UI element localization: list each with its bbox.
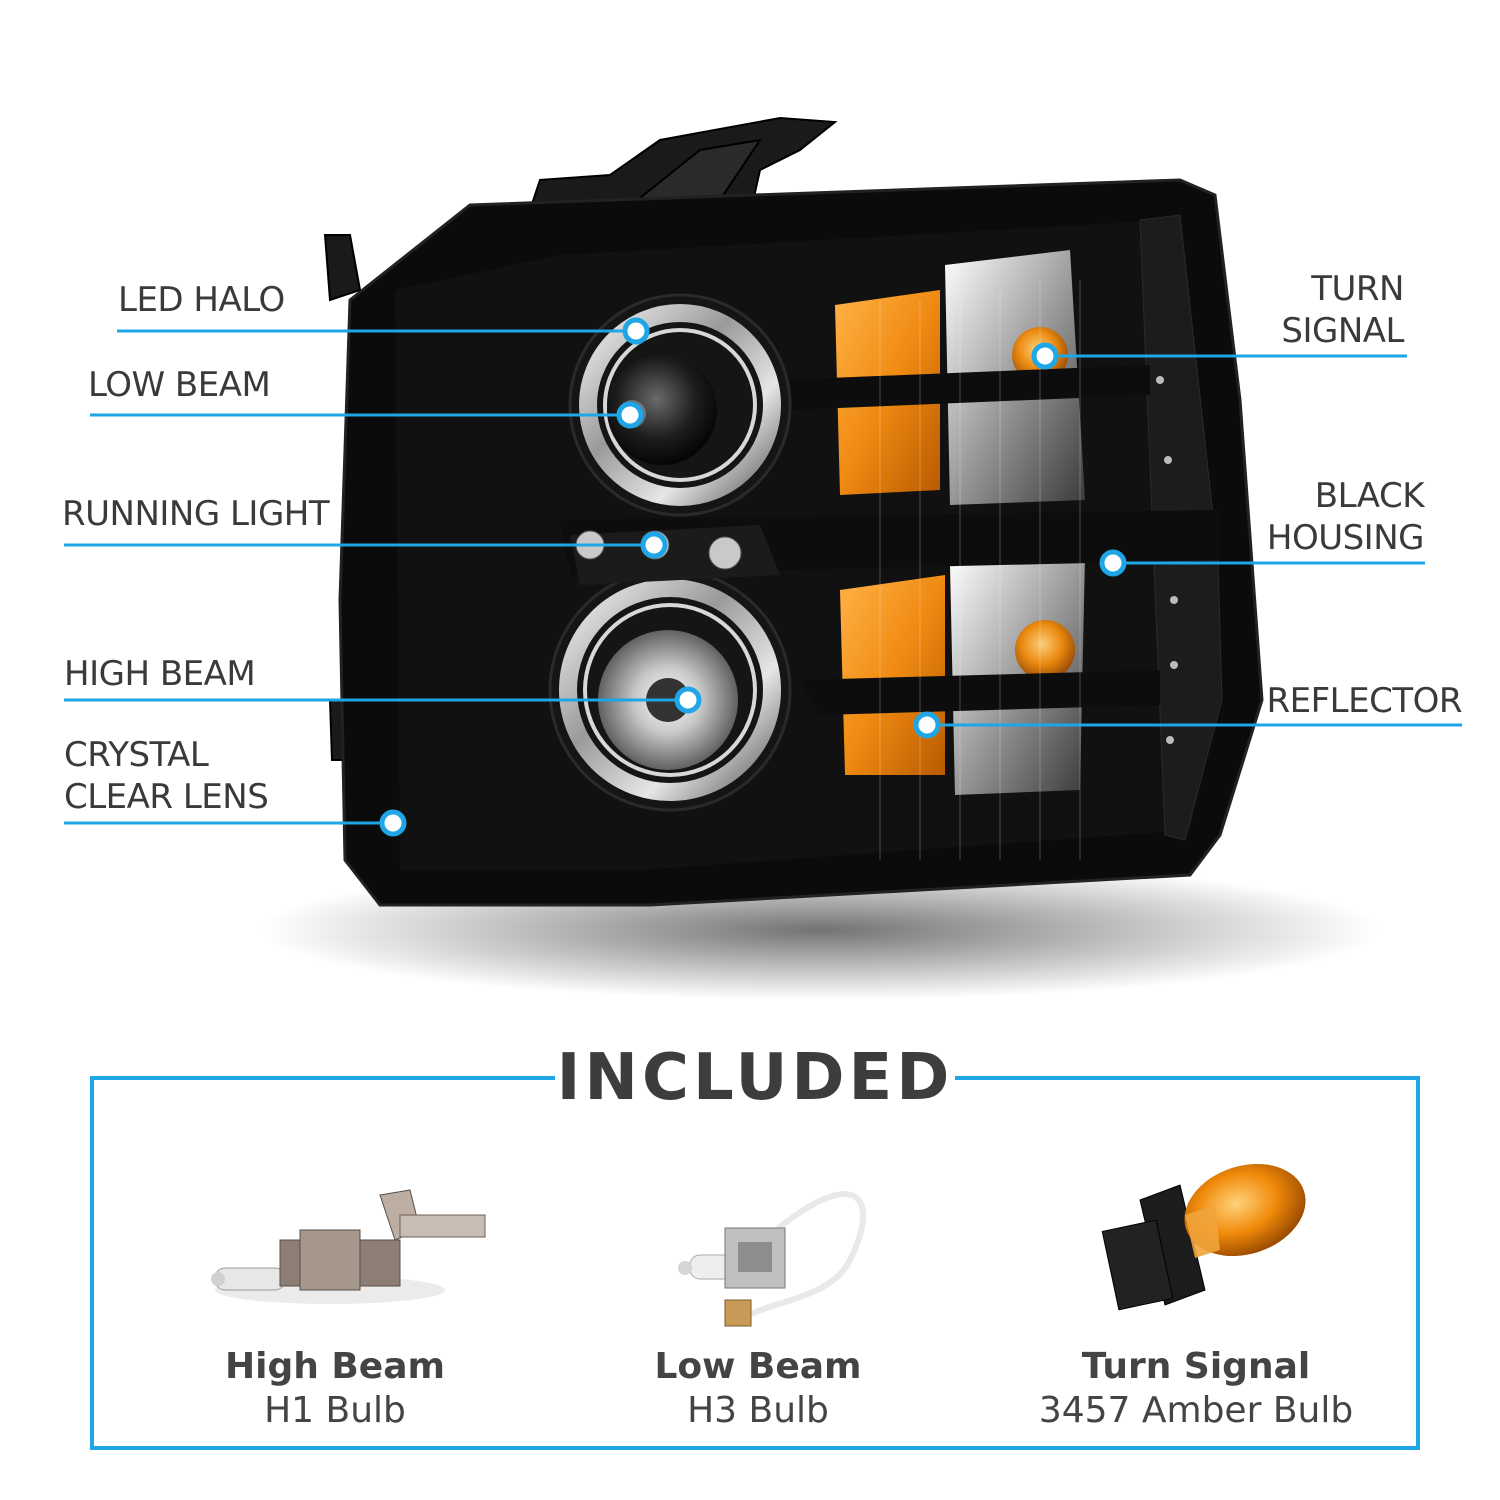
callout-turn-signal-line1: TURN bbox=[1311, 269, 1404, 309]
included-item-subtitle: H3 Bulb bbox=[687, 1390, 829, 1431]
callout-black-housing-line1: BLACK bbox=[1314, 476, 1425, 516]
running-light-bolt bbox=[708, 536, 742, 570]
callout-low-beam: LOW BEAM bbox=[88, 364, 271, 406]
callout-black-housing: BLACK HOUSING bbox=[1266, 475, 1425, 559]
callout-running-light: RUNNING LIGHT bbox=[62, 493, 330, 535]
h1-bulb-icon bbox=[211, 1189, 486, 1304]
callout-crystal-clear-lens-line1: CRYSTAL bbox=[64, 735, 209, 775]
callout-led-halo: LED HALO bbox=[118, 279, 285, 321]
callout-running-light-text: RUNNING LIGHT bbox=[62, 494, 330, 534]
included-item-title: Low Beam bbox=[654, 1346, 862, 1387]
h3-bulb-icon bbox=[678, 1191, 866, 1327]
amber-bulb-icon bbox=[1101, 1163, 1306, 1311]
led-halo-ring bbox=[603, 328, 757, 482]
callout-low-beam-text: LOW BEAM bbox=[88, 365, 271, 405]
callout-crystal-clear-lens: CRYSTAL CLEAR LENS bbox=[64, 734, 269, 818]
halo-ring-lower bbox=[583, 603, 757, 777]
callout-turn-signal-line2: SIGNAL bbox=[1281, 311, 1404, 351]
included-item-low-beam: Low Beam H3 Bulb bbox=[548, 1345, 968, 1433]
callout-lines bbox=[64, 329, 1462, 825]
amber-reflector-lower bbox=[840, 575, 945, 775]
included-item-high-beam: High Beam H1 Bulb bbox=[125, 1345, 545, 1433]
callout-reflector: REFLECTOR bbox=[1266, 680, 1463, 722]
callout-crystal-clear-lens-line2: CLEAR LENS bbox=[64, 777, 269, 817]
callout-reflector-text: REFLECTOR bbox=[1266, 681, 1463, 721]
included-item-title: High Beam bbox=[224, 1346, 446, 1387]
included-item-subtitle: H1 Bulb bbox=[264, 1390, 406, 1431]
callout-high-beam: HIGH BEAM bbox=[64, 653, 256, 695]
included-title: INCLUDED bbox=[555, 1040, 955, 1116]
included-item-title: Turn Signal bbox=[1081, 1346, 1311, 1387]
callout-black-housing-line2: HOUSING bbox=[1266, 518, 1425, 558]
callout-dots bbox=[379, 317, 1127, 837]
included-item-turn-signal: Turn Signal 3457 Amber Bulb bbox=[986, 1345, 1406, 1433]
callout-turn-signal: TURN SIGNAL bbox=[1281, 268, 1404, 352]
callout-high-beam-text: HIGH BEAM bbox=[64, 654, 256, 694]
included-item-subtitle: 3457 Amber Bulb bbox=[1038, 1390, 1354, 1431]
callout-led-halo-text: LED HALO bbox=[118, 280, 285, 320]
